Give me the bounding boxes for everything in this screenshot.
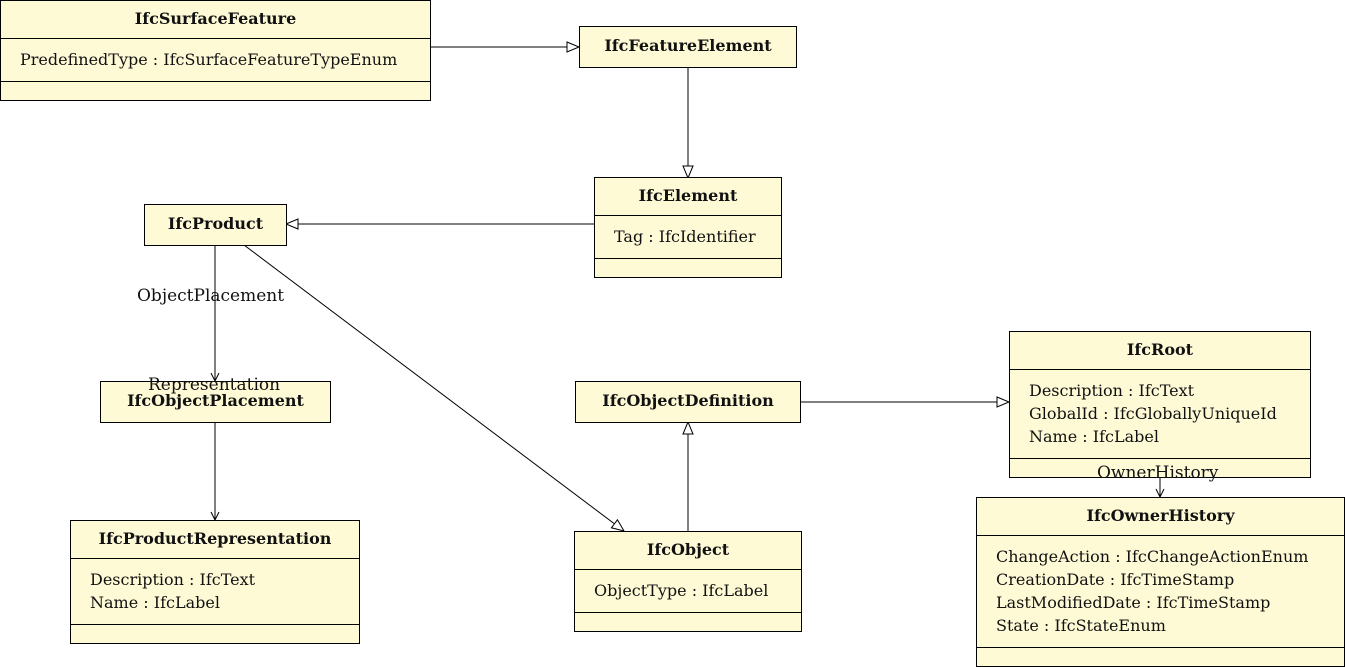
attribute: PredefinedType : IfcSurfaceFeatureTypeEn… — [20, 50, 398, 69]
class-ifcsurfacefeature[interactable]: IfcSurfaceFeature PredefinedType : IfcSu… — [0, 0, 431, 101]
edge-product-to-object — [243, 244, 624, 531]
attribute: Tag : IfcIdentifier — [614, 227, 756, 246]
class-name: IfcOwnerHistory — [1086, 506, 1235, 525]
attribute: Name : IfcLabel — [1029, 427, 1159, 446]
class-name: IfcObjectDefinition — [602, 391, 774, 410]
class-name: IfcProduct — [167, 214, 264, 233]
attribute: ObjectType : IfcLabel — [594, 581, 769, 600]
operation-compartment — [1010, 458, 1310, 477]
association-label-ownerhistory: OwnerHistory — [1097, 463, 1219, 483]
class-ifcownerhistory[interactable]: IfcOwnerHistory ChangeAction : IfcChange… — [976, 497, 1345, 667]
class-ifcroot[interactable]: IfcRoot Description : IfcText GlobalId :… — [1009, 331, 1311, 478]
attribute-list: Description : IfcText GlobalId : IfcGlob… — [1010, 369, 1310, 458]
class-name: IfcObject — [646, 540, 730, 559]
attribute: Description : IfcText — [1029, 381, 1195, 400]
class-ifcobjectplacement[interactable]: IfcObjectPlacement — [100, 381, 331, 423]
attribute-list: Description : IfcText Name : IfcLabel — [71, 558, 359, 624]
class-ifcfeatureelement[interactable]: IfcFeatureElement — [579, 26, 797, 68]
class-name: IfcElement — [638, 186, 738, 205]
attribute: LastModifiedDate : IfcTimeStamp — [996, 593, 1271, 612]
attribute: GlobalId : IfcGloballyUniqueId — [1029, 404, 1277, 423]
operation-compartment — [71, 624, 359, 643]
attribute-list: Tag : IfcIdentifier — [595, 215, 781, 258]
attribute: Name : IfcLabel — [90, 593, 220, 612]
attribute-list: ObjectType : IfcLabel — [575, 569, 801, 612]
association-label-representation: Representation — [148, 375, 281, 395]
attribute-list: ChangeAction : IfcChangeActionEnum Creat… — [977, 535, 1344, 647]
class-name: IfcProductRepresentation — [98, 529, 332, 548]
operation-compartment — [575, 612, 801, 631]
operation-compartment — [1, 81, 430, 100]
class-ifcobjectdefinition[interactable]: IfcObjectDefinition — [575, 381, 801, 423]
class-name: IfcObjectPlacement — [127, 391, 304, 410]
attribute-list: PredefinedType : IfcSurfaceFeatureTypeEn… — [1, 38, 430, 81]
association-label-objectplacement: ObjectPlacement — [137, 286, 285, 306]
class-ifcproductrepresentation[interactable]: IfcProductRepresentation Description : I… — [70, 520, 360, 644]
attribute: ChangeAction : IfcChangeActionEnum — [996, 547, 1309, 566]
class-name: IfcSurfaceFeature — [134, 9, 297, 28]
attribute: CreationDate : IfcTimeStamp — [996, 570, 1235, 589]
class-ifcelement[interactable]: IfcElement Tag : IfcIdentifier — [594, 177, 782, 278]
class-name: IfcFeatureElement — [604, 36, 772, 55]
operation-compartment — [595, 258, 781, 277]
attribute: Description : IfcText — [90, 570, 256, 589]
class-name: IfcRoot — [1126, 340, 1194, 359]
attribute: State : IfcStateEnum — [996, 616, 1166, 635]
class-ifcproduct[interactable]: IfcProduct — [144, 204, 287, 246]
operation-compartment — [977, 647, 1344, 666]
class-ifcobject[interactable]: IfcObject ObjectType : IfcLabel — [574, 531, 802, 632]
